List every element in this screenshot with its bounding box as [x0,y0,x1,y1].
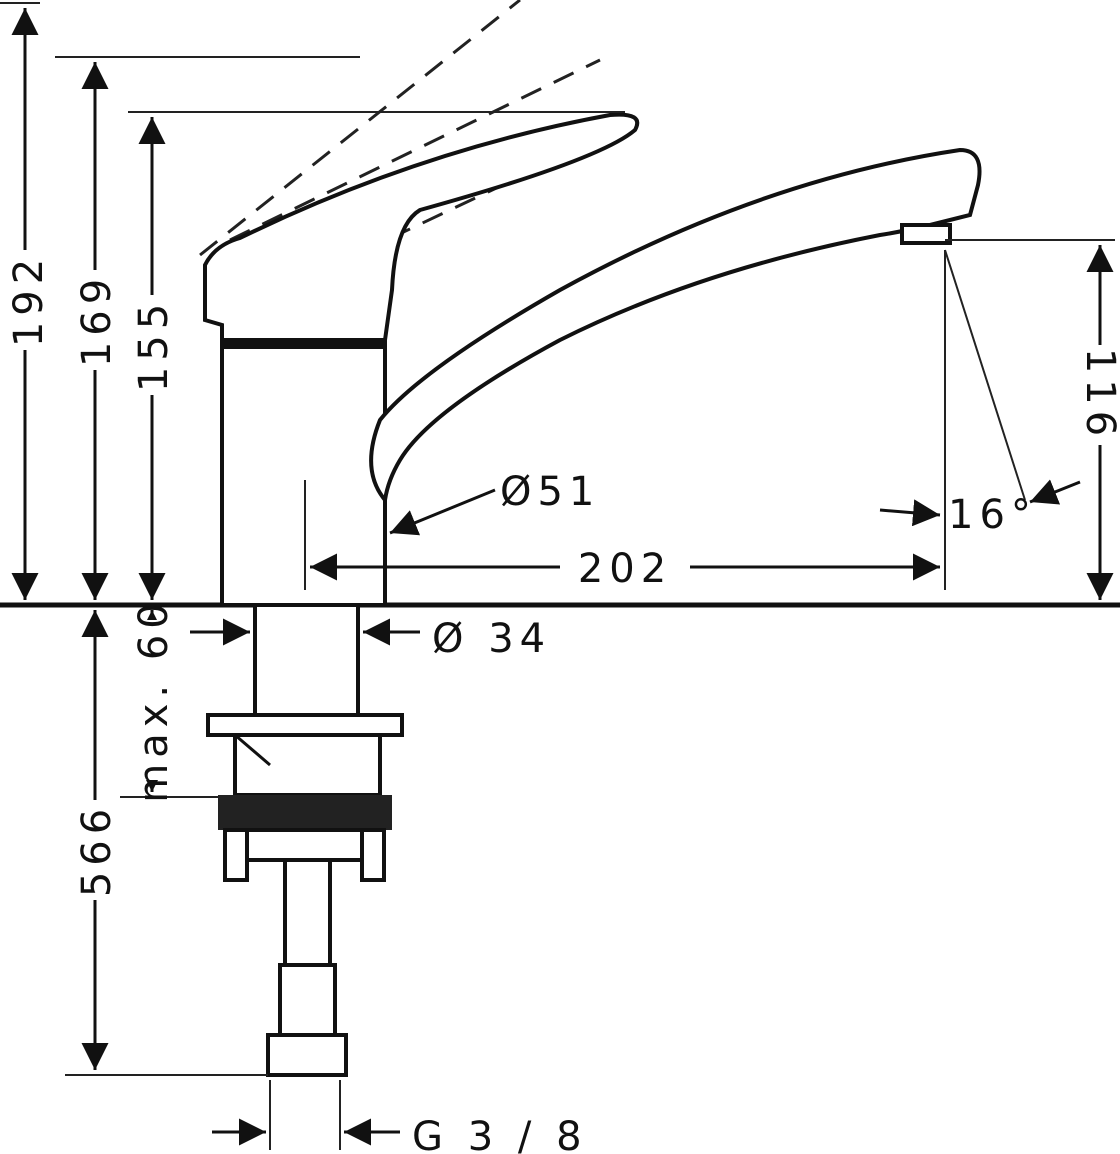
label-566: 566 [74,803,120,897]
label-g-3-8: G 3 / 8 [412,1114,588,1154]
leader-51 [389,488,496,536]
label-angle-16: 16° [948,492,1037,538]
label-max-60: max. 60 [131,597,177,802]
label-diameter-51: Ø51 [500,469,600,515]
label-192: 192 [6,253,52,347]
raised-lever-outline [199,0,641,302]
arrow-16-left [879,499,941,527]
label-diameter-34: Ø 34 [432,616,551,662]
mounting-assembly [206,603,404,1077]
label-202: 202 [578,546,672,592]
faucet-body [203,112,982,607]
arrow-16-right [1029,479,1081,505]
label-169: 169 [74,273,120,367]
label-116: 116 [1077,348,1120,442]
label-155: 155 [131,298,177,392]
